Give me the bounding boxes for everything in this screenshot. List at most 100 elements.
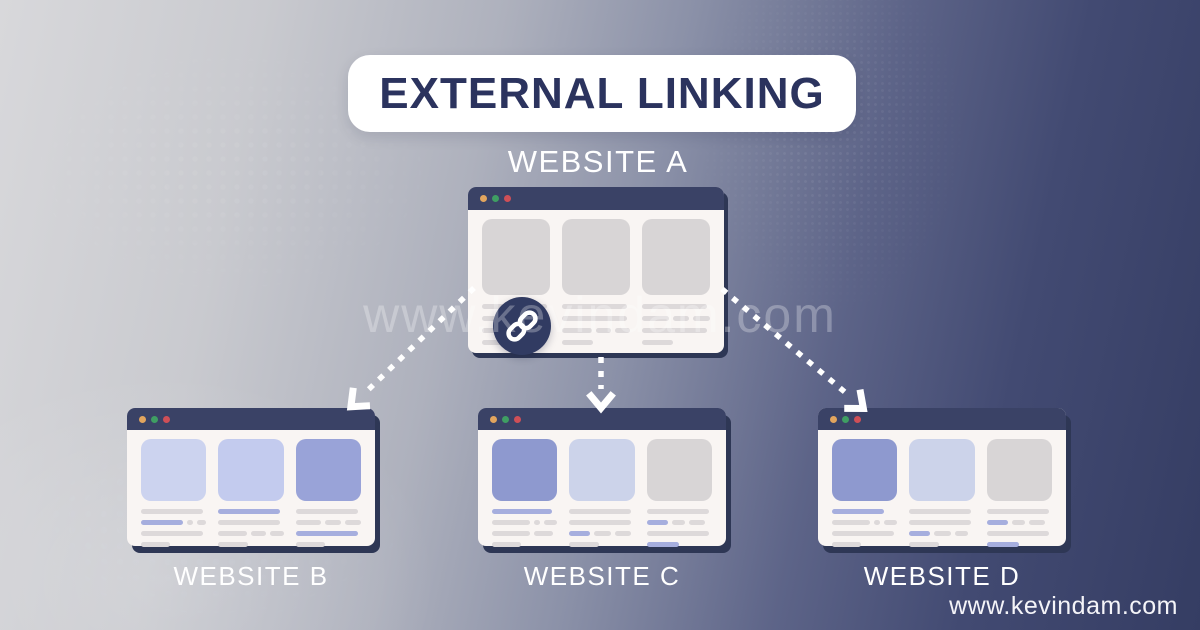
text-line [295,542,326,547]
text-line-row [986,509,1052,514]
content-column [569,439,635,547]
text-line [873,520,881,525]
text-line [642,328,707,333]
image-placeholder-card [986,439,1052,501]
content-column [909,439,975,547]
text-line-row [295,531,361,536]
text-line [909,509,972,514]
highlighted-text-line [218,509,281,514]
text-line [569,509,632,514]
text-line [562,304,627,309]
text-line [141,542,171,547]
text-line [533,520,541,525]
website-b-label: WEBSITE B [173,561,329,591]
text-line [672,316,690,321]
website-c-window [478,408,726,547]
orange-dot-icon [830,415,837,423]
text-line [642,340,673,345]
website-a-label: WEBSITE A [507,144,689,179]
red-dot-icon [514,415,521,423]
text-line [295,509,358,514]
text-lines [646,509,712,547]
text-line-row [646,542,712,547]
image-placeholder-card [482,219,550,295]
text-line [693,316,710,321]
text-line [544,520,558,525]
text-line [218,531,248,536]
text-line-row [562,328,630,333]
content-column [642,219,710,345]
text-lines [562,304,630,345]
text-line-row [218,520,283,525]
text-line-row [909,520,974,525]
text-line-row [141,531,206,536]
text-lines [295,509,361,547]
text-line-row [646,509,712,514]
website-a-window [468,187,724,355]
text-line [533,531,554,536]
image-placeholder-card [218,439,284,501]
chain-link-icon [506,310,538,342]
website-b-window [127,408,375,547]
image-placeholder-card [642,219,710,295]
highlighted-text-line [909,531,931,536]
text-lines [986,509,1052,547]
text-line-row [492,509,557,514]
site-watermark: www.kevindam.com [949,592,1178,620]
text-line [141,531,204,536]
text-line-row [562,316,630,321]
image-placeholder-card [492,439,558,501]
text-line-row [492,542,557,547]
text-lines [569,509,634,547]
text-line-row [909,531,974,536]
text-line [295,520,322,525]
content-column [492,439,558,547]
text-line [186,520,194,525]
text-line [1028,520,1045,525]
text-line [934,531,951,536]
text-line-row [832,542,897,547]
window-titlebar [127,408,375,430]
highlighted-text-line [646,520,668,525]
red-dot-icon [854,415,861,423]
text-line [614,531,631,536]
text-line-row [218,542,283,547]
text-line-row [295,520,361,525]
text-line-row [909,509,974,514]
text-line [642,316,669,321]
orange-dot-icon [480,195,487,202]
link-badge [493,297,551,355]
text-line-row [986,542,1052,547]
text-line-row [569,531,634,536]
text-line [492,542,522,547]
highlighted-text-line [832,509,885,514]
image-placeholder-card [295,439,361,501]
red-dot-icon [163,415,170,423]
text-line [218,520,281,525]
website-c-label: WEBSITE C [523,561,681,591]
title-text: EXTERNAL LINKING [379,68,825,118]
arrow-a-to-d-line [720,286,848,396]
text-line [218,542,248,547]
text-line [986,531,1049,536]
text-line [345,520,361,525]
text-line-row [832,520,898,525]
text-line-row [141,509,206,514]
highlighted-text-line [986,542,1020,547]
image-placeholder-card [562,219,630,295]
content-column [141,439,207,547]
text-line [562,340,593,345]
text-line [646,509,709,514]
title-banner: EXTERNAL LINKING [348,55,856,132]
text-line-row [642,304,710,309]
text-line [909,542,939,547]
text-line-row [986,520,1052,525]
highlighted-text-line [569,531,591,536]
text-line [269,531,284,536]
text-line [832,520,870,525]
green-dot-icon [842,415,849,423]
red-dot-icon [504,195,511,202]
text-line [615,328,630,333]
text-line [596,328,612,333]
